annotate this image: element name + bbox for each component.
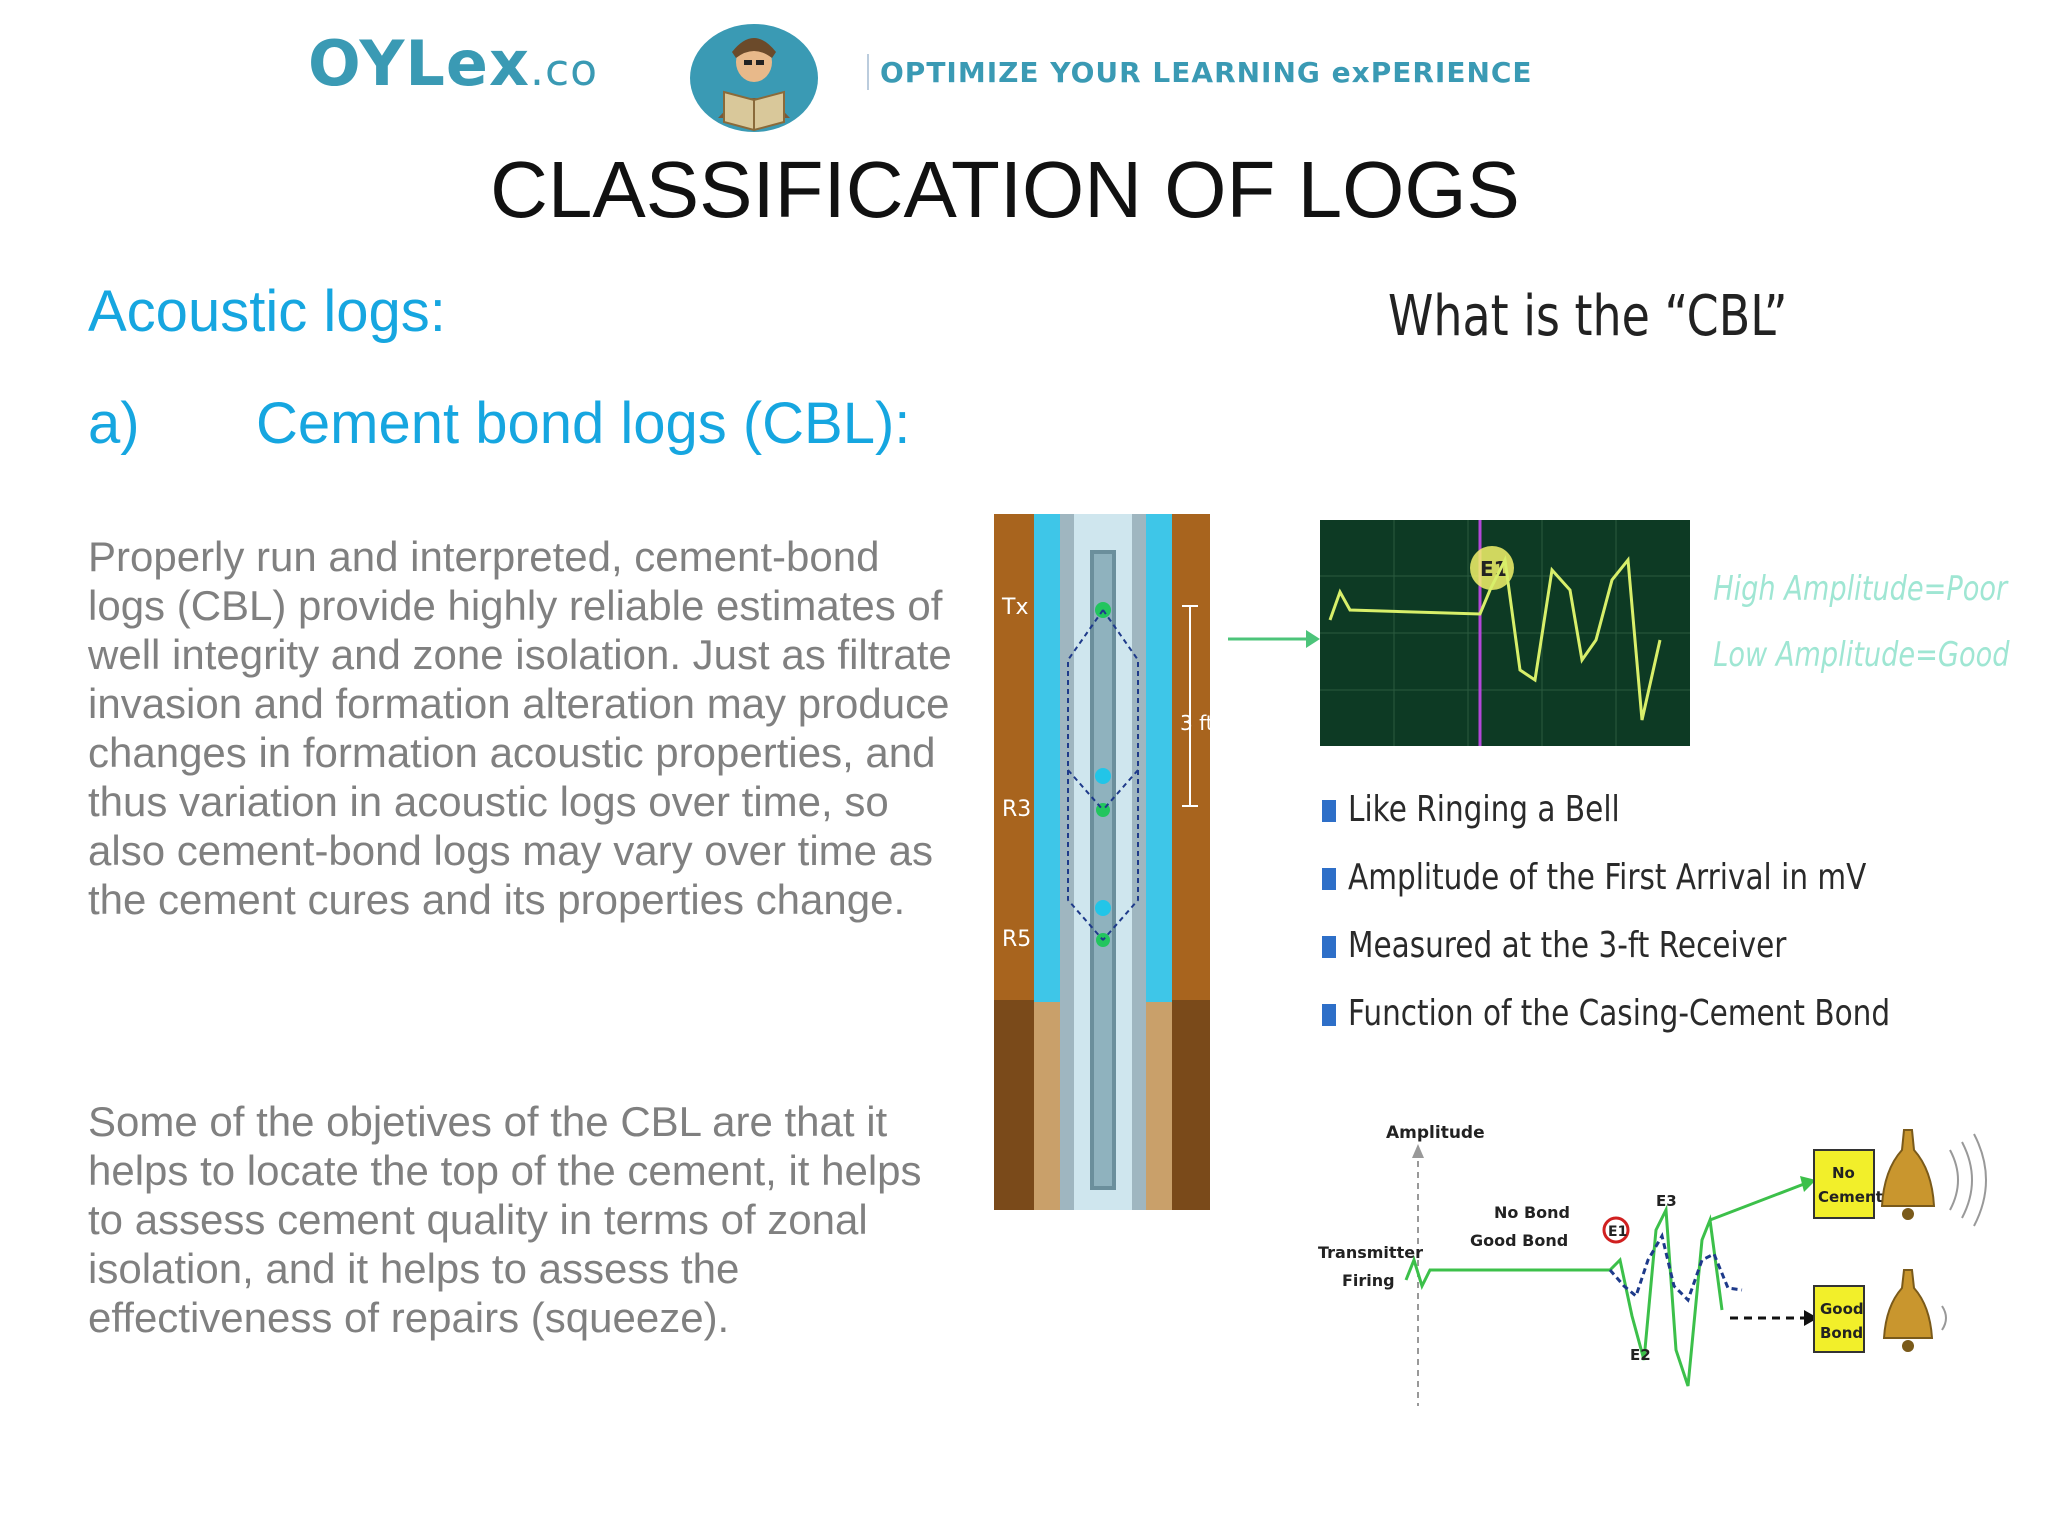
e2-label: E2 xyxy=(1630,1346,1651,1364)
bullet-item: Measured at the 3-ft Receiver xyxy=(1316,920,2016,988)
e1-marker-icon xyxy=(1602,1216,1630,1244)
note-low-amplitude: Low Amplitude=Good xyxy=(1713,635,2010,675)
bullet-text: Measured at the 3-ft Receiver xyxy=(1348,925,1787,966)
good-bond-box xyxy=(1813,1285,1865,1353)
brand-logo-text: OYLex.co xyxy=(308,28,598,107)
good-bond-signal xyxy=(1608,1232,1743,1303)
signal-arrow-icon xyxy=(1228,630,1320,648)
figure-title: What is the “CBL” xyxy=(1388,284,1788,349)
receiver-3-marker xyxy=(1095,768,1111,784)
body-paragraph-2: Some of the objetives of the CBL are tha… xyxy=(88,1098,922,1341)
bullet-item: Function of the Casing-Cement Bond xyxy=(1316,988,2016,1056)
no-bond-signal xyxy=(1404,1204,1724,1387)
no-cement-label-2: Cement xyxy=(1818,1188,1883,1206)
bullet-text: Like Ringing a Bell xyxy=(1348,789,1620,830)
bullet-square-icon xyxy=(1322,868,1336,890)
good-bond-box-label-2: Bond xyxy=(1820,1324,1863,1342)
tagline-divider xyxy=(867,54,869,90)
logo-main: OYLex xyxy=(308,27,530,100)
no-cement-arrow-head-icon xyxy=(1800,1176,1816,1192)
bullet-text: Amplitude of the First Arrival in mV xyxy=(1348,857,1867,898)
e1-diagram-label: E1 xyxy=(1608,1224,1627,1240)
firing-label: Firing xyxy=(1342,1271,1395,1290)
bullet-item: Amplitude of the First Arrival in mV xyxy=(1316,852,2016,920)
tx-label: Tx xyxy=(1001,595,1028,620)
list-marker: a) xyxy=(88,391,140,456)
bullet-square-icon xyxy=(1322,1004,1336,1026)
good-bond-arrow-head-icon xyxy=(1804,1310,1818,1326)
good-bond-label: Good Bond xyxy=(1470,1231,1568,1250)
logo-suffix: .co xyxy=(529,45,599,96)
reader-mascot-icon xyxy=(690,24,818,132)
e3-label: E3 xyxy=(1656,1192,1677,1210)
receiver-5-marker xyxy=(1095,900,1111,916)
oscilloscope-display: E1 xyxy=(1320,520,1690,746)
borehole-tool-diagram: Tx R3 R5 3 ft xyxy=(994,514,1214,1210)
sub-heading: Cement bond logs (CBL): xyxy=(256,391,911,456)
no-cement-box xyxy=(1813,1149,1875,1219)
sonde-core xyxy=(1094,554,1112,1186)
bullet-square-icon xyxy=(1322,936,1336,958)
note-high-amplitude: High Amplitude=Poor xyxy=(1713,569,2009,609)
amplitude-notes: High Amplitude=Poor Low Amplitude=Good xyxy=(1713,569,2010,675)
amplitude-axis-arrow-icon xyxy=(1412,1144,1424,1158)
bullet-list: Like Ringing a Bell Amplitude of the Fir… xyxy=(1316,784,2016,1056)
no-cement-label-1: No xyxy=(1832,1164,1855,1182)
bullet-item: Like Ringing a Bell xyxy=(1316,784,2016,852)
r3-label: R3 xyxy=(1002,797,1031,822)
transmitter-label: Transmitter xyxy=(1318,1243,1423,1262)
ringing-bell-icon xyxy=(1880,1129,1987,1227)
slide-title: CLASSIFICATION OF LOGS xyxy=(490,145,1520,234)
amplitude-label: Amplitude xyxy=(1386,1123,1485,1143)
waveform-trace xyxy=(1328,554,1662,721)
r5-label: R5 xyxy=(1002,927,1031,952)
no-bond-label: No Bond xyxy=(1494,1203,1570,1222)
bullet-square-icon xyxy=(1322,800,1336,822)
body-paragraph-1: Properly run and interpreted, cement-bon… xyxy=(88,533,952,923)
section-heading: Acoustic logs: xyxy=(88,279,446,344)
e1-highlight xyxy=(1470,546,1514,590)
no-cement-arrow xyxy=(1709,1182,1805,1222)
spacing-label: 3 ft xyxy=(1180,711,1214,735)
bullet-text: Function of the Casing-Cement Bond xyxy=(1348,993,1891,1034)
tagline: OPTIMIZE YOUR LEARNING exPERIENCE xyxy=(880,56,1533,89)
muffled-bell-icon xyxy=(1882,1269,1947,1352)
good-bond-box-label-1: Good xyxy=(1820,1300,1864,1318)
bond-amplitude-diagram: Amplitude Transmitter Firing No Bond Goo… xyxy=(1318,1123,1987,1406)
